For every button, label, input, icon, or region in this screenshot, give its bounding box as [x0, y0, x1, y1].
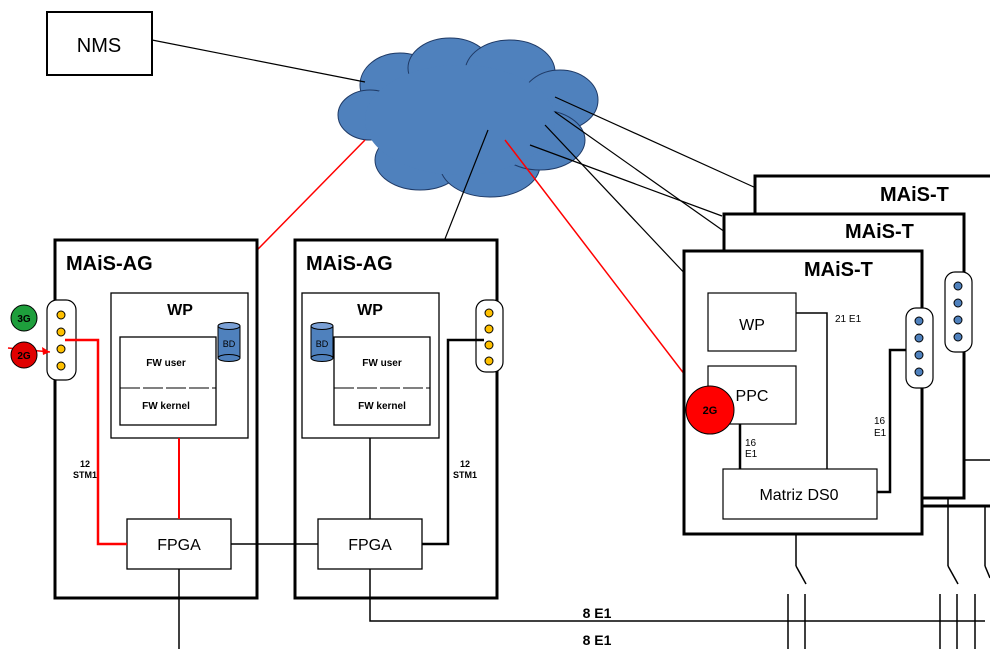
- bottom-cabling: [178, 498, 990, 649]
- mais-ag-2-database-icon: BD: [310, 322, 334, 362]
- mais-t-label-e1-b: E1: [874, 428, 887, 439]
- badge-2g: 2G: [10, 341, 38, 369]
- mais-t-wp-label: WP: [739, 317, 765, 334]
- mais-ag-1: MAiS-AG WP FW user FW kernel BD FPGA 12 …: [53, 238, 259, 600]
- badge-3g: 3G: [10, 304, 38, 332]
- svg-text:BD: BD: [316, 339, 329, 349]
- mais-t-matriz-box[interactable]: [722, 468, 878, 520]
- mais-ag-1-fpga-label: FPGA: [157, 537, 201, 554]
- mais-t-front-port-panel: [905, 307, 934, 389]
- mais-t-middle-title: MAiS-T: [845, 221, 914, 243]
- mais-t-front-title: MAiS-T: [804, 259, 873, 281]
- mais-t-matriz-label: Matriz DS0: [759, 487, 838, 504]
- mais-ag-1-database-icon: BD: [217, 322, 241, 362]
- mais-t-ppc-label: PPC: [736, 388, 769, 405]
- mais-ag-2-fw-box: [333, 336, 431, 426]
- mais-t-back-title: MAiS-T: [880, 184, 949, 206]
- mais-t-wp-box[interactable]: [707, 292, 797, 352]
- ag2-port-panel: [475, 299, 504, 373]
- mais-ag-1-link-label-1: 12: [80, 459, 90, 469]
- mais-ag-2: MAiS-AG WP FW user FW kernel BD FPGA 12 …: [293, 238, 499, 600]
- mais-ag-2-fpga-label: FPGA: [348, 537, 392, 554]
- left-port-panel: [46, 299, 77, 381]
- mais-ag-2-fw-user: FW user: [362, 358, 402, 369]
- mais-ag-1-link-label-2: STM1: [73, 470, 97, 480]
- mais-ag-2-title: MAiS-AG: [306, 253, 393, 275]
- svg-text:2G: 2G: [703, 405, 718, 417]
- svg-text:2G: 2G: [17, 351, 31, 362]
- mais-ag-1-fw-box: [119, 336, 217, 426]
- mais-t-label-16-b: 16: [874, 416, 886, 427]
- black-links: [151, 39, 757, 296]
- network-cloud: [337, 37, 599, 198]
- svg-text:BD: BD: [223, 339, 236, 349]
- badge-2g-ppc: 2G: [685, 385, 735, 435]
- mais-ag-2-link-label-2: STM1: [453, 470, 477, 480]
- mais-ag-1-fw-kernel: FW kernel: [142, 401, 190, 412]
- mais-ag-2-wp-label: WP: [357, 302, 383, 319]
- mais-ag-1-wp-label: WP: [167, 302, 193, 319]
- mais-t-front: MAiS-T WP PPC Matriz DS0 21 E1 16 E1 16 …: [682, 249, 934, 536]
- mais-t-label-e1-a: E1: [745, 449, 758, 460]
- bottom-link-label-2: 8 E1: [583, 632, 612, 648]
- mais-ag-2-fw-kernel: FW kernel: [358, 401, 406, 412]
- mais-ag-1-title: MAiS-AG: [66, 253, 153, 275]
- bottom-link-label-1: 8 E1: [583, 605, 612, 621]
- nms-label: NMS: [77, 35, 121, 57]
- svg-text:3G: 3G: [17, 314, 31, 325]
- mais-t-label-21e1: 21 E1: [835, 314, 862, 325]
- nms-box[interactable]: [46, 11, 153, 76]
- mais-ag-1-fw-user: FW user: [146, 358, 186, 369]
- mais-t-label-16-a: 16: [745, 438, 757, 449]
- mais-t-middle-port-panel: [944, 271, 973, 353]
- mais-ag-2-link-label-1: 12: [460, 459, 470, 469]
